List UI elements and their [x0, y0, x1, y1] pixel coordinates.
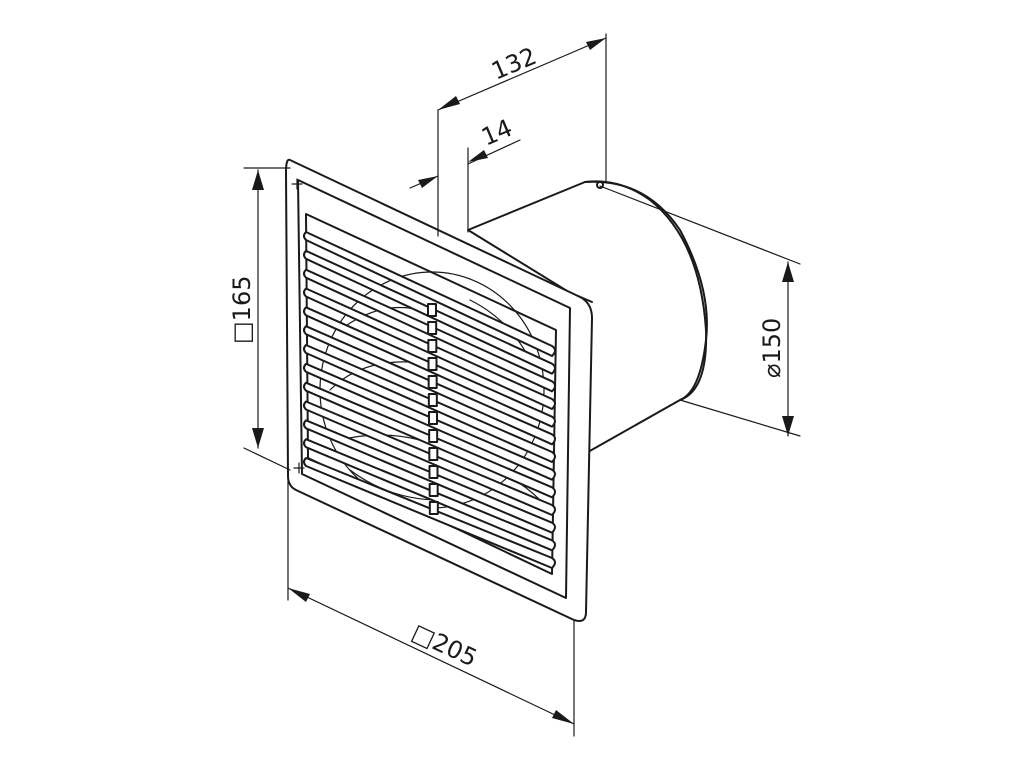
rib-segment: [428, 411, 438, 425]
rib-segment: [427, 393, 438, 407]
rib-segment: [427, 321, 438, 335]
dim-duct-diameter-label: ⌀150: [758, 318, 786, 378]
rib-segment: [428, 429, 439, 443]
dimension-lines: [243, 33, 801, 737]
dim-frame-depth-label: 14: [477, 114, 516, 152]
rib-segment: [427, 357, 438, 371]
rib-segment: [428, 447, 439, 461]
center-rib: [427, 303, 439, 515]
rib-segment: [428, 501, 439, 515]
louver-slat: [303, 231, 556, 357]
dim-frame-height-label: □165: [228, 276, 256, 344]
rib-segment: [428, 465, 439, 479]
rib-segment: [428, 483, 439, 497]
rib-segment: [427, 303, 437, 317]
rib-segment: [427, 339, 438, 353]
rib-segment: [427, 375, 438, 389]
dim-depth-total-label: 132: [487, 42, 540, 86]
dim-frame-width-label: □205: [407, 618, 481, 672]
